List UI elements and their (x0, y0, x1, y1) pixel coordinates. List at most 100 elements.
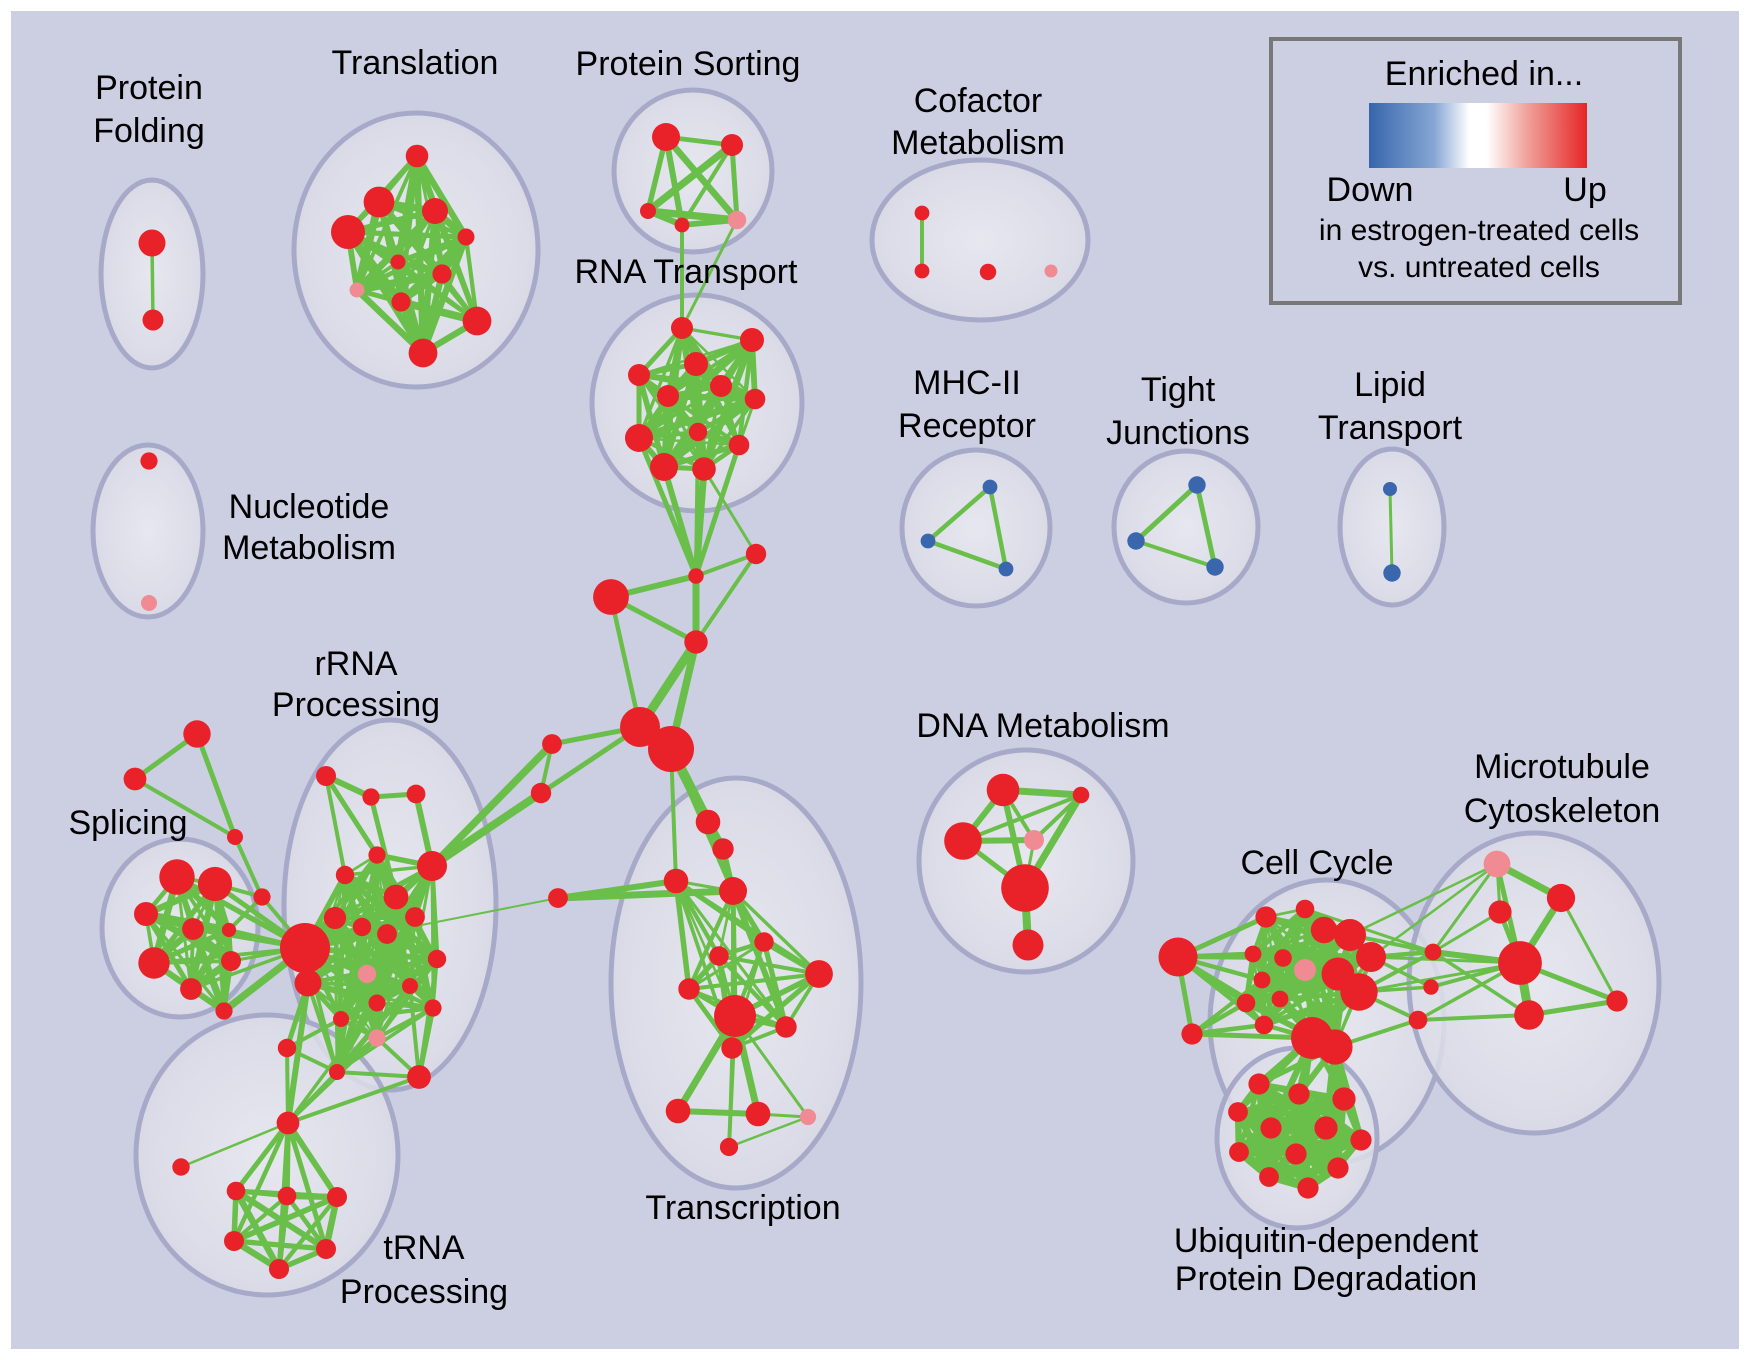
node-tr3 (663, 868, 689, 894)
node-h2 (648, 726, 694, 772)
edge-ru-rk (417, 957, 439, 1079)
cluster-label-tight-junctions-line1: Tight (1141, 371, 1216, 409)
edge-rb-rf (368, 794, 399, 900)
cluster-label-trna-processing-line1: tRNA (383, 1229, 465, 1267)
legend-gradient-bar (1369, 103, 1587, 168)
edge-tr15-tr14 (727, 1115, 810, 1149)
cluster-label-trna-processing-line2: Processing (340, 1273, 508, 1311)
node-cc4 (1295, 899, 1315, 919)
cluster-ellipse-dna-metabolism (916, 747, 1136, 975)
edge-rt4-rt7 (637, 373, 757, 401)
node-cc20 (1423, 979, 1439, 995)
node-cc9 (1271, 990, 1289, 1008)
edge-ru-rs (335, 1070, 421, 1079)
edge-tn0-ru (286, 1075, 421, 1125)
edge-tr6-tr10 (716, 953, 789, 1030)
cluster-label-dna-metabolism: DNA Metabolism (916, 707, 1169, 745)
node-ps2 (721, 134, 743, 156)
edge-cc13-m1 (1348, 862, 1499, 937)
edge-cc4-cc5 (1250, 906, 1308, 957)
node-lp2 (1383, 564, 1401, 582)
node-d4 (1024, 830, 1044, 850)
edge-tr7-tr8 (686, 971, 822, 992)
node-u8 (1229, 1142, 1249, 1162)
node-tr4 (719, 877, 747, 905)
edge-tn4-tn5 (231, 1194, 340, 1244)
edge-c2-rt12 (702, 467, 758, 556)
cluster-label-rrna-processing-line2: Processing (272, 686, 440, 724)
node-tr7 (805, 960, 833, 988)
node-u11 (1259, 1167, 1279, 1187)
node-u1 (1248, 1073, 1270, 1095)
node-rp (333, 1011, 349, 1027)
node-rk (427, 949, 447, 969)
node-sp10 (215, 1002, 233, 1020)
node-pf1 (138, 229, 166, 257)
edge-ps2-ps5 (729, 142, 740, 223)
node-rg (323, 906, 347, 930)
node-rt3 (684, 352, 708, 376)
node-ru (407, 1065, 431, 1089)
node-tr10 (775, 1016, 797, 1038)
edge-c2-c4 (694, 552, 758, 644)
edge-cc2-cc8 (1190, 978, 1264, 1036)
edge-tn0-tn2 (233, 1120, 291, 1194)
cluster-label-lipid-transport-line2: Transport (1318, 409, 1463, 447)
node-tr5 (754, 932, 774, 952)
node-sp8 (221, 951, 241, 971)
edge-ps4-ps5 (679, 217, 740, 228)
node-sp5 (221, 922, 237, 938)
node-d5 (1001, 864, 1049, 912)
edge-tn0-tn6 (285, 1120, 329, 1252)
edge-c1-c2 (694, 552, 758, 578)
node-tr14 (799, 1108, 817, 1126)
node-c1 (688, 568, 704, 584)
edge-c6-hub (304, 897, 559, 949)
node-tr15 (719, 1137, 739, 1157)
node-t5 (457, 228, 475, 246)
edge-cc14-m1 (1369, 862, 1499, 959)
node-sp9 (253, 888, 271, 906)
node-sp2 (197, 866, 233, 902)
node-rq (368, 1029, 386, 1047)
cluster-label-nucleotide-metabolism-line1: Nucleotide (229, 488, 390, 526)
cluster-ellipse-nucleotide-metabolism (90, 442, 206, 620)
node-sp7 (180, 978, 202, 1000)
cluster-label-splicing: Splicing (68, 804, 187, 842)
cluster-label-translation: Translation (332, 44, 499, 82)
node-cc1 (1158, 937, 1198, 977)
edge-rt6-rt8 (637, 384, 723, 440)
node-sb (123, 767, 147, 791)
node-cf4 (1044, 264, 1058, 278)
edge-c6-tr4 (554, 887, 737, 902)
node-rf (383, 884, 409, 910)
node-u5 (1260, 1117, 1282, 1139)
node-d3 (944, 822, 982, 860)
node-tj3 (1206, 558, 1224, 576)
cluster-ellipse-mhc-ii-receptor (899, 447, 1053, 609)
edge-tr3-tr8 (673, 878, 692, 992)
node-k1 (542, 734, 562, 754)
node-cc16 (1340, 973, 1378, 1011)
cluster-label-protein-folding-line2: Folding (93, 112, 205, 150)
node-u2 (1288, 1083, 1310, 1105)
node-tr6 (709, 946, 729, 966)
node-rh (352, 917, 372, 937)
edge-tn0-rn (286, 1001, 379, 1125)
node-cc19 (1424, 943, 1442, 961)
node-tj1 (1188, 476, 1206, 494)
cluster-label-ubiquitin-degradation-line1: Ubiquitin-dependent (1174, 1222, 1479, 1260)
edge-tj1-tj3 (1194, 482, 1218, 570)
edge-cc21-m5 (1416, 1013, 1531, 1022)
edge-mh2-mh3 (925, 538, 1009, 572)
edge-cc19-m3 (1431, 910, 1502, 954)
node-sc (227, 829, 243, 845)
node-t9 (391, 292, 411, 312)
edge-c3-h1 (608, 594, 643, 730)
node-t10 (462, 306, 492, 336)
node-d2 (1072, 786, 1090, 804)
edge-t3-t8 (353, 207, 439, 294)
node-cc10 (1236, 993, 1256, 1013)
edge-ro-rp (338, 1005, 436, 1022)
